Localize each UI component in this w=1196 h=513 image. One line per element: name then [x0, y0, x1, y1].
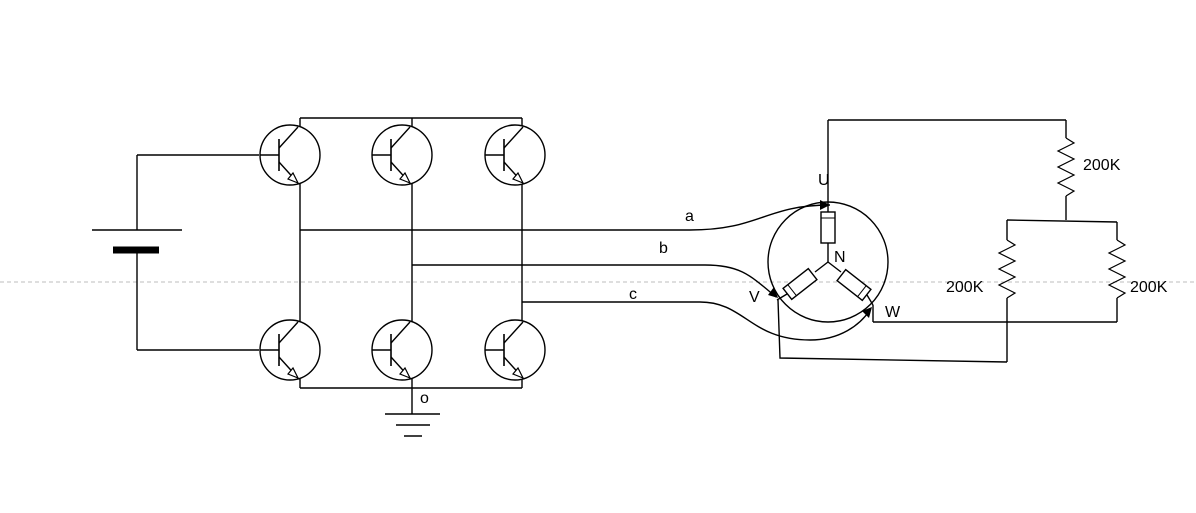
- motor-terminal-v: V: [749, 289, 760, 306]
- winding-w: [836, 268, 872, 302]
- transistor-q5: [484, 124, 546, 186]
- phase-c-label: c: [629, 286, 637, 303]
- phase-c-wire: [522, 301, 871, 341]
- transistor-q6: [371, 319, 433, 381]
- phase-b-arrow: [768, 287, 778, 298]
- transistor-q4: [259, 319, 321, 381]
- phase-a-label: a: [685, 208, 694, 225]
- motor-terminal-u: U: [818, 172, 830, 189]
- ground-symbol: [385, 388, 440, 437]
- phase-c-arrow: [862, 307, 872, 318]
- motor-terminal-w: W: [885, 304, 901, 321]
- ground-label: o: [420, 390, 429, 407]
- battery: [92, 154, 259, 351]
- motor-neutral: N: [834, 249, 846, 266]
- winding-u: [820, 211, 836, 244]
- transistor-q3: [371, 124, 433, 186]
- resistor-left: [997, 239, 1017, 299]
- transistor-q1: [259, 124, 321, 186]
- resistor-top: [1056, 137, 1076, 197]
- phase-a-wire: [300, 204, 831, 231]
- winding-v: [782, 267, 818, 301]
- phase-b-label: b: [659, 240, 668, 257]
- resistor-right-label: 200K: [1130, 279, 1168, 296]
- phase-b-wire: [412, 264, 777, 298]
- resistor-right: [1107, 239, 1127, 299]
- transistor-q2: [484, 319, 546, 381]
- resistor-left-label: 200K: [946, 279, 984, 296]
- resistor-top-label: 200K: [1083, 157, 1121, 174]
- motor: [767, 201, 889, 323]
- resistor-network: [777, 119, 1127, 363]
